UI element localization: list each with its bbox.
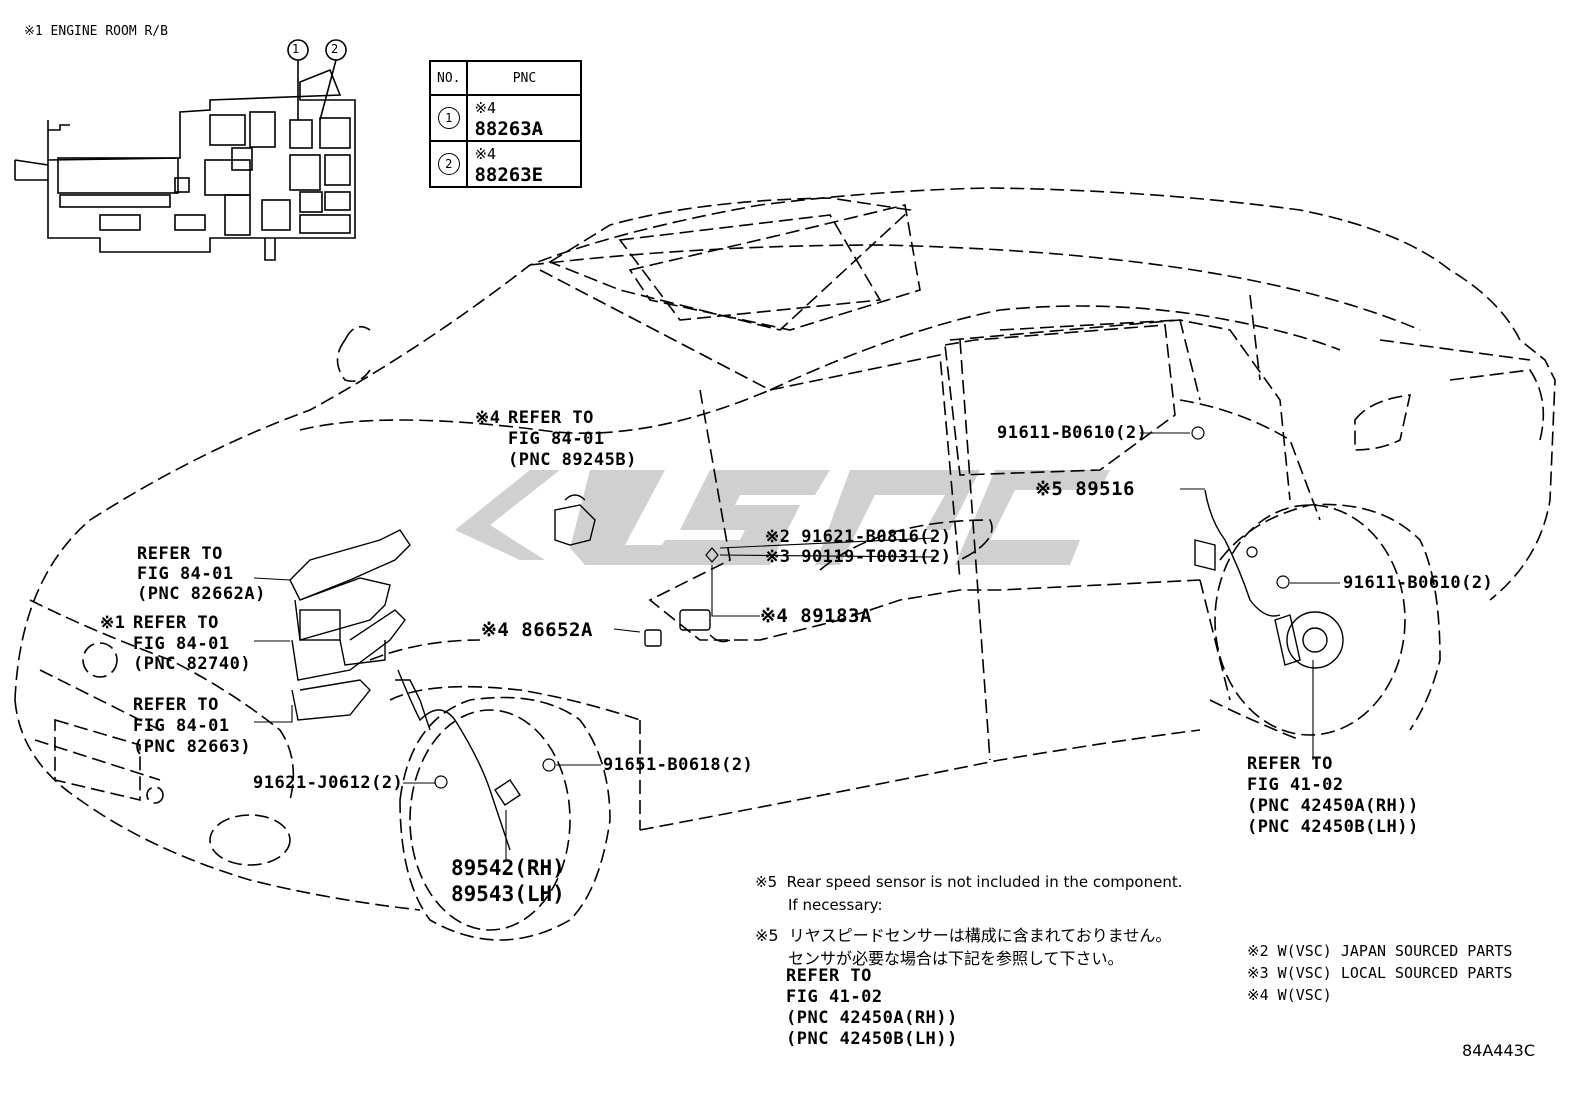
callout-line: FIG 84-01 [133, 634, 230, 654]
part-89516: ※5 89516 [1035, 478, 1135, 500]
callout-line: (PNC 82740) [133, 654, 252, 674]
note-ref-line: FIG 41-02 [786, 987, 883, 1007]
callout-line: FIG 41-02 [1247, 775, 1344, 795]
sunroof-outline [628, 204, 921, 331]
row-pnc: 88263A [474, 118, 544, 140]
bolt-icons [434, 426, 1290, 789]
callout-line: (PNC 89245B) [508, 450, 637, 470]
callout-line: (PNC 42450A(RH)) [1247, 796, 1419, 816]
callout-line: REFER TO [137, 544, 223, 564]
part-86652a: ※4 86652A [481, 619, 593, 641]
note-jp-line: ※5 リヤスピードセンサーは構成に含まれておりません。 [755, 926, 1172, 945]
part-89183a: ※4 89183A [760, 605, 872, 627]
car-body-outline [14, 187, 1556, 941]
part-91621-b0816: ※2 91621-B0816(2) [765, 527, 952, 547]
legend-item: ※2 W(VSC) JAPAN SOURCED PARTS [1247, 942, 1513, 960]
note-jp-line: センサが必要な場合は下記を参照して下さい。 [788, 949, 1124, 968]
callout-line: (PNC 42450B(LH)) [1247, 817, 1419, 837]
callout-line: REFER TO [133, 613, 219, 633]
legend-item: ※3 W(VSC) LOCAL SOURCED PARTS [1247, 964, 1513, 982]
table-header-row: NO. PNC [428, 60, 583, 96]
callout-line: REFER TO [508, 408, 594, 428]
callout-mark: ※4 [475, 408, 501, 428]
row-number: 1 [437, 107, 460, 129]
row-number: 2 [437, 153, 460, 175]
table-row: 2 ※4 88263E [428, 140, 583, 188]
row-pnc: 88263E [474, 164, 544, 186]
table-header-pnc: PNC [466, 60, 583, 96]
part-91611-b0610-right: 91611-B0610(2) [1343, 573, 1494, 593]
callout-mark: ※1 [100, 613, 126, 633]
pnc-table: NO. PNC 1 ※4 88263A 2 ※4 88263E [428, 60, 583, 188]
note-en-line: If necessary: [788, 896, 883, 914]
table-row: 1 ※4 88263A [428, 94, 583, 142]
sensor-harnesses [395, 489, 1344, 851]
engine-room-title: ※1 ENGINE ROOM R/B [24, 24, 168, 39]
row-mark: ※4 [474, 145, 497, 163]
callout-line: FIG 84-01 [508, 429, 605, 449]
watermark-logo [455, 470, 1110, 565]
callout-line: REFER TO [1247, 754, 1333, 774]
part-91651-b0618: 91651-B0618(2) [603, 755, 754, 775]
part-89542: 89542(RH) [451, 856, 565, 880]
rear-window-outline [944, 324, 1176, 476]
callout-line: REFER TO [133, 695, 219, 715]
junction-box-parts [289, 529, 411, 721]
part-90119-t0031: ※3 90119-T0031(2) [765, 547, 952, 567]
engine-room-relay-box [14, 39, 356, 261]
row-mark: ※4 [474, 99, 497, 117]
callout-1-marker: 1 [292, 42, 300, 56]
callout-2-marker: 2 [331, 42, 339, 56]
note-ref-line: (PNC 42450A(RH)) [786, 1008, 958, 1028]
callout-line: (PNC 82662A) [137, 584, 266, 604]
table-header-no: NO. [428, 60, 469, 96]
part-91611-b0610-top: 91611-B0610(2) [997, 423, 1148, 443]
note-en-line: ※5 Rear speed sensor is not included in … [755, 873, 1183, 891]
part-91621-j0612: 91621-J0612(2) [253, 773, 404, 793]
note-ref-line: (PNC 42450B(LH)) [786, 1029, 958, 1049]
note-ref-line: REFER TO [786, 966, 872, 986]
legend-item: ※4 W(VSC) [1247, 986, 1332, 1004]
figure-id: 84A443C [1462, 1041, 1536, 1060]
part-89543: 89543(LH) [451, 882, 565, 906]
callout-line: FIG 84-01 [137, 564, 234, 584]
callout-line: (PNC 82663) [133, 737, 252, 757]
callout-line: FIG 84-01 [133, 716, 230, 736]
leader-lines [253, 432, 1340, 860]
